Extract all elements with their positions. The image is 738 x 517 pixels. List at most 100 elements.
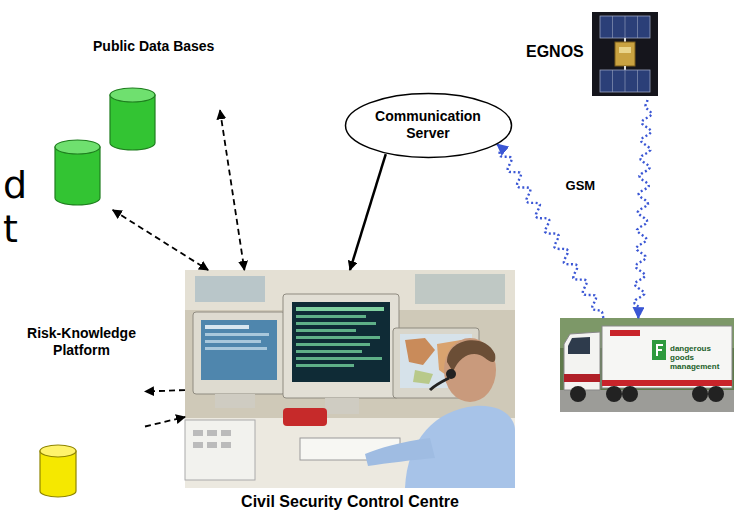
control-room-photo [185, 270, 515, 488]
truck-photo-part [692, 386, 708, 402]
control-room-photo-part [207, 442, 217, 448]
link-label: GSM [564, 178, 598, 194]
control-room-photo-part [215, 394, 255, 408]
truck-photo-part [560, 318, 734, 412]
satellite-picture-part [619, 47, 631, 53]
control-room-photo-part [296, 350, 362, 353]
control-room-photo-part [193, 442, 203, 448]
satellite-picture-part [592, 12, 658, 96]
platform-node: Risk-Knowledge Platform [18, 325, 145, 500]
database-cylinder-part [110, 88, 155, 102]
node-label: Communication Server [371, 108, 486, 142]
data-exchange-arrow [145, 390, 185, 391]
control-room-photo-part [413, 370, 433, 384]
node-label: EGNOS [526, 42, 584, 61]
control-room-photo-part [193, 312, 285, 394]
satellite-picture-part [612, 16, 613, 38]
control-room-photo-part [205, 347, 267, 350]
control-room-photo-part [325, 398, 359, 414]
control-room-photo-part [405, 338, 435, 365]
truck-photo-part [652, 340, 666, 360]
database-cylinder-part [110, 95, 155, 150]
control-room-photo-part [430, 378, 449, 390]
satellite-picture [592, 12, 658, 96]
truck-photo-part [564, 332, 600, 390]
slide-text-fragment: t [3, 210, 18, 248]
node-label: Civil Security Control Centre [241, 492, 459, 511]
control-centre: Civil Security Control Centre [185, 270, 515, 515]
control-room-photo-part [283, 408, 327, 426]
data-exchange-arrow [145, 417, 185, 427]
control-room-photo-part [185, 420, 255, 480]
truck-photo-part [622, 386, 638, 402]
platform-cylinder-part [40, 445, 76, 457]
database-cylinder [55, 140, 100, 205]
node-label: Risk-Knowledge Platform [19, 325, 144, 359]
satellite-picture-part [625, 16, 626, 38]
control-room-photo-part [195, 276, 265, 302]
truck-photo-part [602, 380, 732, 386]
control-room-photo-part [296, 322, 376, 325]
satellite-picture-part [600, 70, 650, 92]
control-room-photo-part [447, 340, 495, 372]
platform-cylinder-part [40, 451, 76, 497]
control-room-photo-part [446, 369, 456, 379]
control-room-photo-part [205, 333, 269, 336]
data-exchange-arrow [220, 110, 244, 270]
satellite-picture-part [612, 70, 613, 92]
control-room-photo-part [292, 302, 390, 382]
control-room-photo-part [296, 307, 384, 311]
control-room-photo-part [205, 325, 249, 329]
control-room-photo-part [221, 430, 231, 436]
satellite-picture-part [625, 70, 626, 92]
database-cylinder-part [55, 147, 100, 205]
node-label: Public Data Bases [93, 38, 214, 55]
platform-cylinder [40, 445, 76, 497]
control-room-photo-part [205, 340, 261, 343]
database-group: Public Data Bases [55, 38, 220, 210]
control-room-photo-part [283, 294, 399, 398]
control-room-photo-part [207, 430, 217, 436]
data-exchange-arrow [113, 210, 208, 270]
truck-photo-part [568, 337, 590, 354]
control-room-photo-part [296, 336, 380, 339]
node-label: dangerous goods management [670, 344, 732, 372]
truck-photo-part [570, 386, 586, 402]
truck-photo [560, 318, 734, 412]
satellite-picture-part [624, 66, 626, 70]
control-room-photo-part [444, 338, 496, 402]
control-room-photo-part [193, 430, 203, 436]
server-ellipse: Communication Server [344, 92, 513, 159]
control-room-photo-part [201, 320, 277, 380]
control-room-photo-part [365, 438, 435, 466]
connection-arrow [350, 154, 386, 270]
radio-link [497, 144, 603, 318]
database-cylinder-part [55, 140, 100, 154]
control-room-photo-part [296, 364, 354, 367]
truck-photo-part [656, 345, 663, 356]
satellite-picture-part [637, 70, 638, 92]
database-cylinder [110, 88, 155, 150]
control-room-photo-part [296, 343, 370, 346]
truck-node: dangerous goods management [560, 318, 734, 412]
satellite-node: EGNOS [520, 12, 670, 100]
control-room-photo-part [185, 270, 515, 488]
control-room-photo-part [296, 329, 356, 332]
truck-photo-part [606, 386, 622, 402]
slide-text-fragment: d [3, 166, 27, 204]
satellite-picture-part [600, 16, 650, 38]
control-room-photo-part [415, 274, 505, 304]
truck-photo-part [602, 326, 732, 388]
satellite-picture-part [615, 42, 635, 66]
truck-photo-part [708, 386, 724, 402]
truck-photo-part [610, 330, 640, 336]
satellite-picture-part [624, 38, 626, 42]
control-room-photo-part [296, 315, 366, 318]
control-room-photo-part [296, 357, 382, 360]
radio-link [634, 100, 652, 318]
control-room-photo-part [221, 442, 231, 448]
satellite-picture-part [637, 16, 638, 38]
server-ellipse-shape [345, 93, 511, 157]
